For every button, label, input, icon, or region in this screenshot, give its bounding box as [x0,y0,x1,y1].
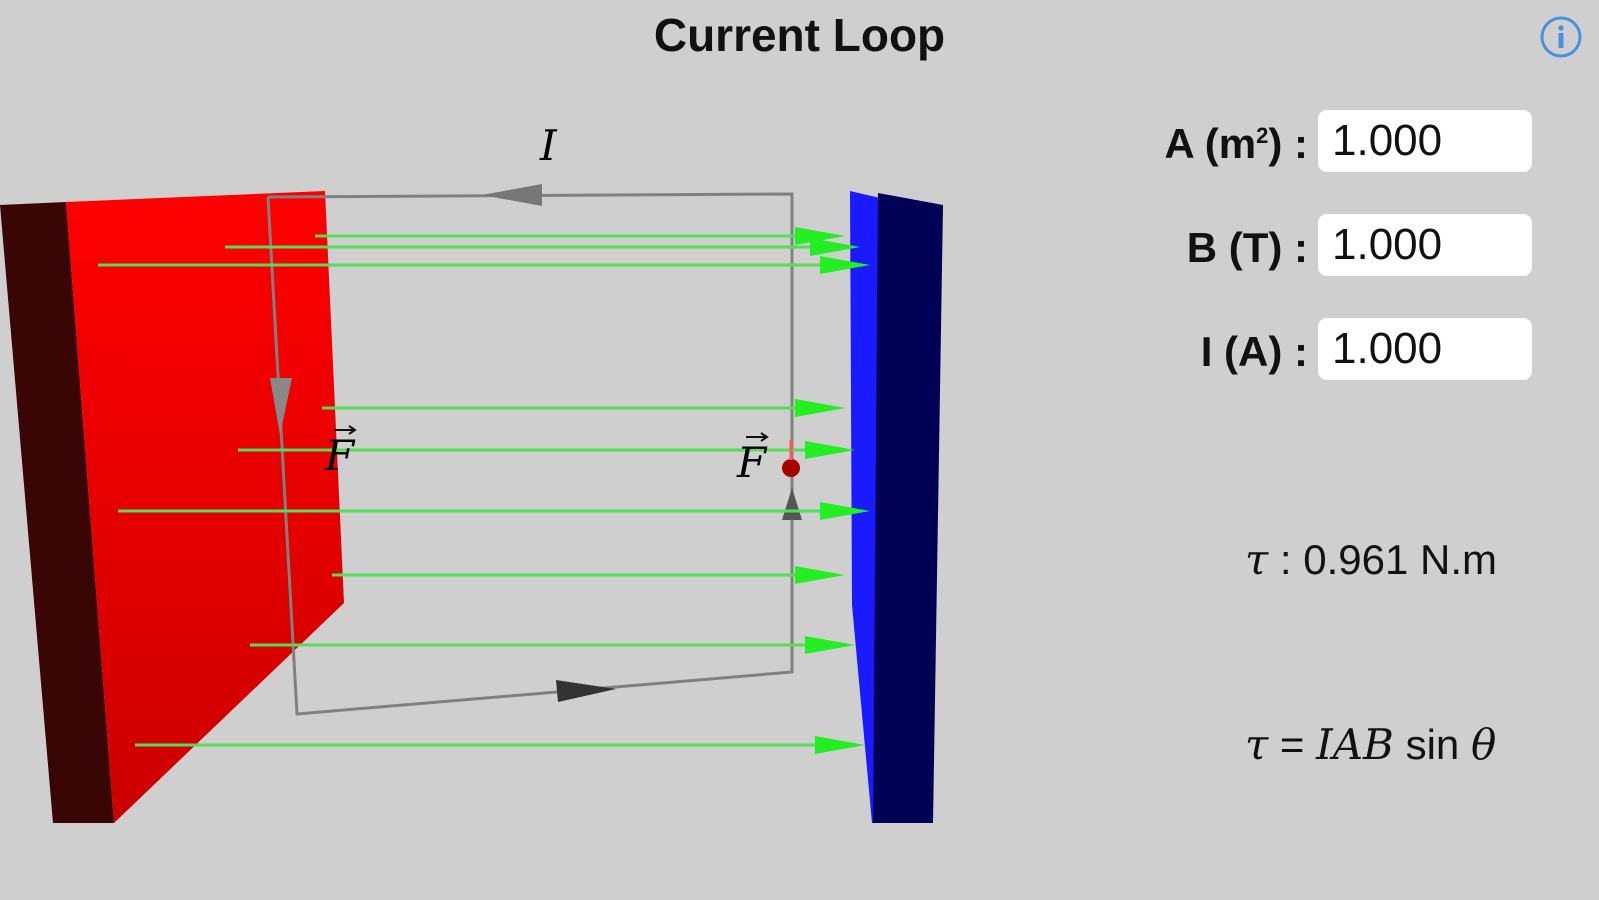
current-input[interactable] [1318,318,1532,380]
vector-arrow-left-icon [334,425,357,435]
area-row: A (m2) : [1100,110,1540,172]
south-magnet-side [850,191,880,823]
torque-readout: τ : 0.961 N.m [1245,535,1498,584]
field-arrowhead [805,636,855,654]
field-arrowhead [805,441,855,459]
force-point [782,459,800,477]
current-arrow-bottom [556,680,616,702]
south-magnet-face [873,193,943,823]
page-title: Current Loop [653,9,946,61]
area-label: A (m2) : [1164,120,1308,167]
field-label: B (T) : [1186,224,1308,271]
current-row: I (A) : [1100,318,1540,380]
current-loop-scene: I F F [0,121,943,823]
field-input[interactable] [1318,214,1532,276]
field-arrowhead [815,736,865,754]
current-label-text: I (A) : [1200,328,1308,375]
field-arrowhead [820,502,870,520]
force-label-right: F [736,438,768,487]
current-arrow-right [782,488,802,520]
current-loop [266,192,794,716]
area-input[interactable] [1318,110,1532,172]
field-arrowhead [795,227,845,245]
field-arrowhead [795,566,845,584]
magnetic-field-lines [98,227,870,754]
north-magnet-face [66,191,344,823]
field-arrowhead [795,399,845,417]
field-arrowhead [820,256,870,274]
force-label-left: F [324,431,356,480]
current-arrow-left [270,378,292,435]
field-arrowhead [810,238,860,256]
vector-arrow-right-icon [746,432,769,442]
field-row: B (T) : [1100,214,1540,276]
info-icon[interactable] [1540,16,1582,58]
current-label: I [539,121,558,170]
torque-formula: τ = IAB sin θ [1245,720,1497,769]
north-magnet-side [0,202,114,823]
current-arrow-top [482,184,542,206]
